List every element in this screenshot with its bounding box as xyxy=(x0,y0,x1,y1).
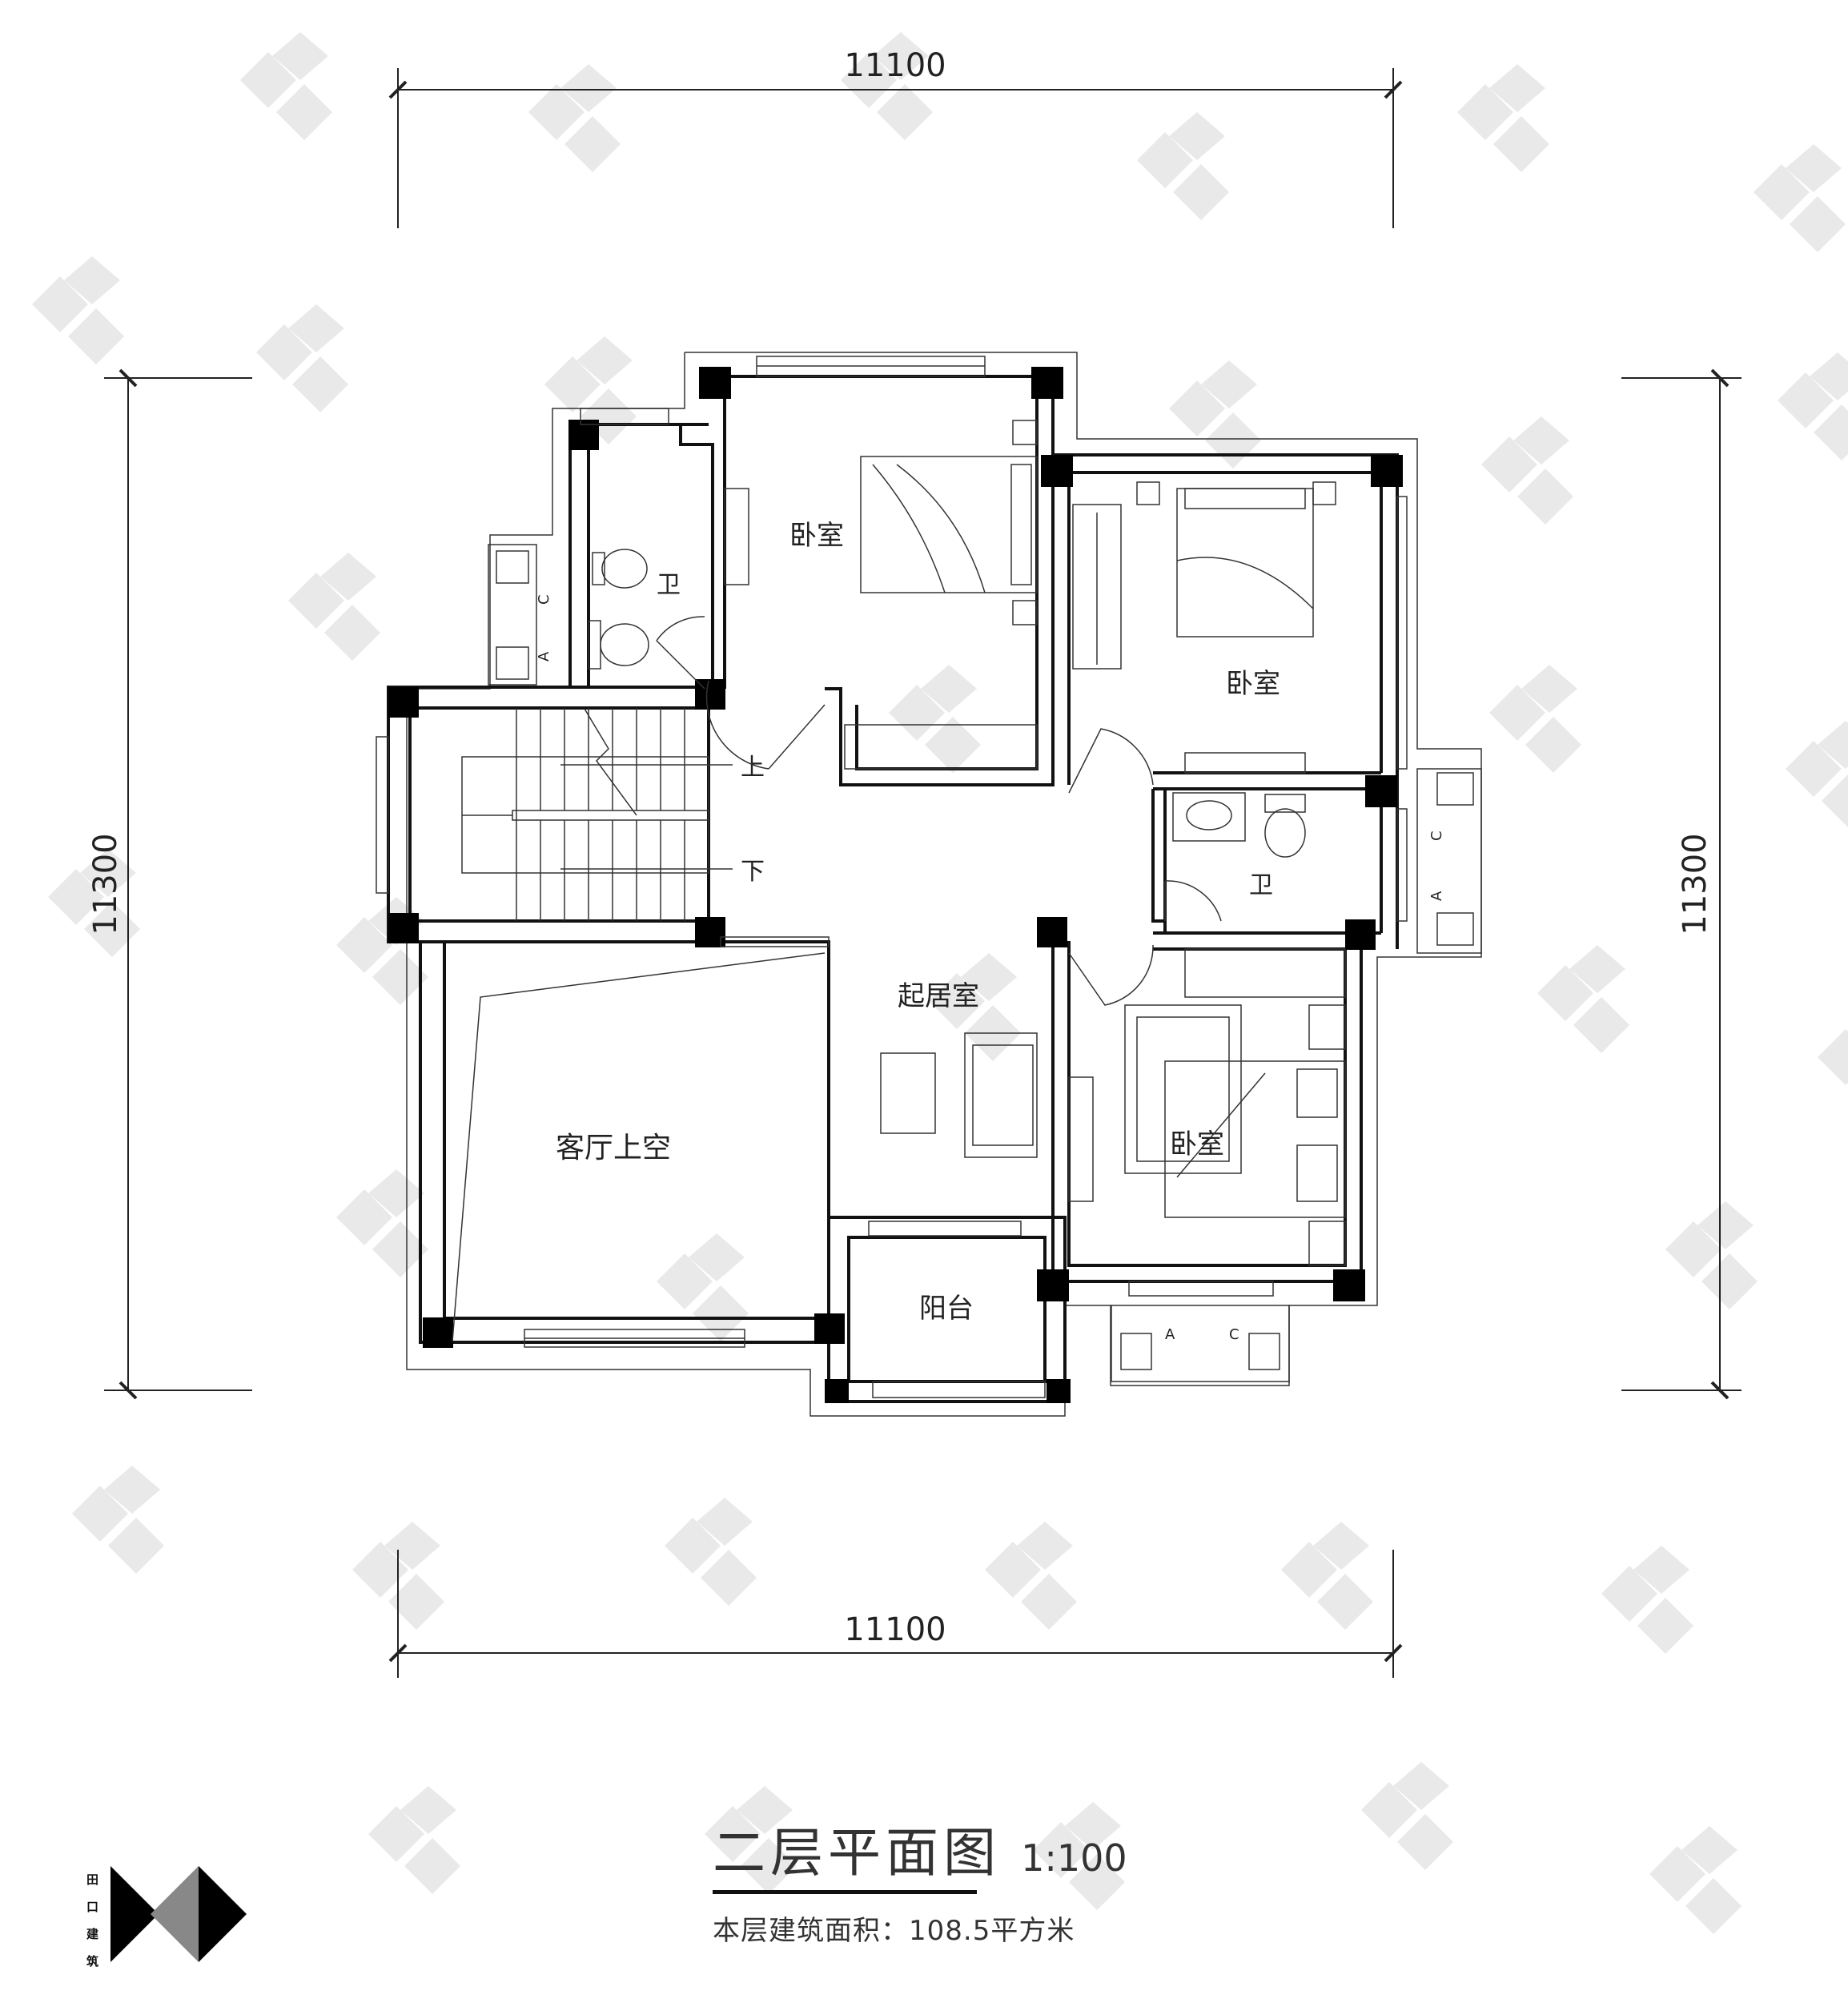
room-void: 客厅上空 xyxy=(556,1132,671,1164)
watermark-logo xyxy=(32,256,124,364)
watermark-logo xyxy=(657,1233,749,1341)
floor-area-note: 本层建筑面积：108.5平方米 xyxy=(713,1915,1075,1947)
staircase xyxy=(461,708,733,921)
title-underline xyxy=(713,1890,977,1894)
logo-text: 田 口 建 筑 xyxy=(86,1866,98,1975)
room-living: 起居室 xyxy=(898,980,979,1012)
room-bath-east: 卫 xyxy=(1249,871,1273,899)
logo-char-4: 筑 xyxy=(86,1954,99,1969)
watermark-logo xyxy=(1457,64,1549,172)
doors xyxy=(656,616,1222,1006)
watermark-logo xyxy=(72,1466,164,1574)
drawing-title: 二层平面图 xyxy=(713,1822,1001,1884)
watermark-logo xyxy=(240,32,332,140)
watermark-logo xyxy=(705,1786,797,1894)
watermark-logo xyxy=(1033,1802,1125,1910)
watermark-logo xyxy=(1361,1762,1453,1870)
walls xyxy=(387,375,1399,1403)
room-bedroom-east: 卧室 xyxy=(1226,668,1280,700)
watermark-logo xyxy=(1137,112,1229,220)
ac-label-a-east: A xyxy=(1428,891,1445,901)
dimension-bottom: 11100 xyxy=(844,1611,946,1648)
dimension-left: 11300 xyxy=(87,833,124,935)
watermark-logo xyxy=(1169,360,1261,469)
watermark-logo xyxy=(985,1522,1077,1630)
logo-char-3: 建 xyxy=(86,1927,99,1941)
logo-mark xyxy=(110,1866,247,1962)
watermark-logo xyxy=(528,64,621,172)
watermark-logo xyxy=(841,32,933,140)
ac-units xyxy=(488,544,1482,1382)
furniture xyxy=(452,420,1346,1342)
room-bath-west: 卫 xyxy=(657,571,681,599)
watermark-logo xyxy=(288,553,380,661)
room-labels: 卧室 卧室 卧室 卫 卫 起居室 客厅上空 阳台 xyxy=(556,520,1280,1325)
watermark-logo xyxy=(1778,352,1848,461)
room-bedroom-north: 卧室 xyxy=(789,520,844,552)
ac-label-c-east: C xyxy=(1428,831,1445,841)
watermark-logo xyxy=(1754,144,1846,252)
watermark-logo xyxy=(1665,1201,1758,1309)
watermark-logo xyxy=(1489,665,1581,773)
dimension-top: 11100 xyxy=(844,47,946,84)
watermark-logo xyxy=(368,1786,460,1894)
ac-label-a-south: A xyxy=(1165,1326,1175,1343)
watermark-logo xyxy=(1481,416,1573,525)
watermark-logo xyxy=(889,665,981,773)
watermark-logo xyxy=(1281,1522,1373,1630)
watermark-logo xyxy=(1601,1546,1693,1654)
room-balcony: 阳台 xyxy=(919,1293,974,1325)
logo-char-1: 田 xyxy=(86,1872,99,1887)
watermark-logo xyxy=(1818,1029,1848,1085)
ac-label-a-west: A xyxy=(536,651,552,662)
watermark-logo xyxy=(1537,945,1629,1053)
watermark-layer xyxy=(32,32,1848,1934)
watermark-logo xyxy=(336,1169,428,1277)
ac-label-c-south: C xyxy=(1229,1326,1239,1343)
watermark-logo xyxy=(1649,1826,1742,1934)
ac-label-c-west: C xyxy=(536,594,552,605)
drawing-scale: 1:100 xyxy=(1021,1836,1127,1880)
watermark-logo xyxy=(48,849,140,957)
dimension-lines xyxy=(104,68,1742,1678)
stair-down-label: 下 xyxy=(741,858,765,886)
title-block: 二层平面图 1:100 本层建筑面积：108.5平方米 xyxy=(713,1810,1129,1948)
dimension-right: 11300 xyxy=(1677,833,1713,935)
watermark-logo xyxy=(1786,721,1848,827)
watermark-logo xyxy=(665,1498,757,1606)
logo-char-2: 口 xyxy=(86,1900,99,1914)
windows xyxy=(376,356,1408,1398)
room-bedroom-southeast: 卧室 xyxy=(1170,1128,1224,1160)
watermark-logo xyxy=(256,304,348,412)
